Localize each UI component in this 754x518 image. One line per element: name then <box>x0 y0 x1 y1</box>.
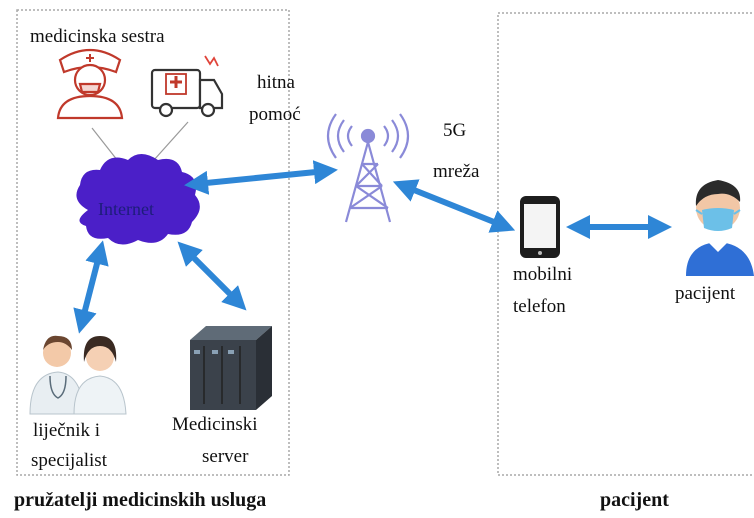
ambulance-label-line-2: pomoć <box>249 104 301 125</box>
providers-group-label: pružatelji medicinskih usluga <box>14 489 267 511</box>
nurse-icon <box>56 49 124 120</box>
phone-label-line-1: mobilni <box>513 264 573 285</box>
patient-group-label: pacijent <box>600 489 669 511</box>
ambulance-label-line-1: hitna <box>257 72 295 93</box>
patient-label: pacijent <box>675 283 736 304</box>
server-label-line-1: Medicinski <box>172 414 258 435</box>
doctors-label-line-2: specijalist <box>31 450 107 471</box>
tower-icon <box>326 113 410 223</box>
arrow-internet-server <box>177 241 247 311</box>
network-label-line-1: 5G <box>443 120 467 141</box>
phone-label-line-2: telefon <box>513 296 566 317</box>
network-label-line-2: mreža <box>433 161 480 182</box>
arrow-internet-doctors <box>73 240 109 334</box>
patient-group-box <box>497 12 754 476</box>
ambulance-icon <box>150 55 224 118</box>
doctors-icon <box>29 335 127 415</box>
providers-group-box <box>16 9 290 476</box>
server-label-line-2: server <box>202 446 249 467</box>
mobile-phone-icon <box>520 196 560 258</box>
arrow-tower-phone <box>392 179 516 233</box>
internet-cloud <box>76 154 200 245</box>
internet-label: Internet <box>98 199 154 219</box>
nurse-label: medicinska sestra <box>30 26 165 47</box>
arrow-internet-tower <box>184 160 338 195</box>
server-icon <box>190 326 272 410</box>
doctors-label-line-1: liječnik i <box>33 420 101 441</box>
patient-icon <box>686 180 754 276</box>
